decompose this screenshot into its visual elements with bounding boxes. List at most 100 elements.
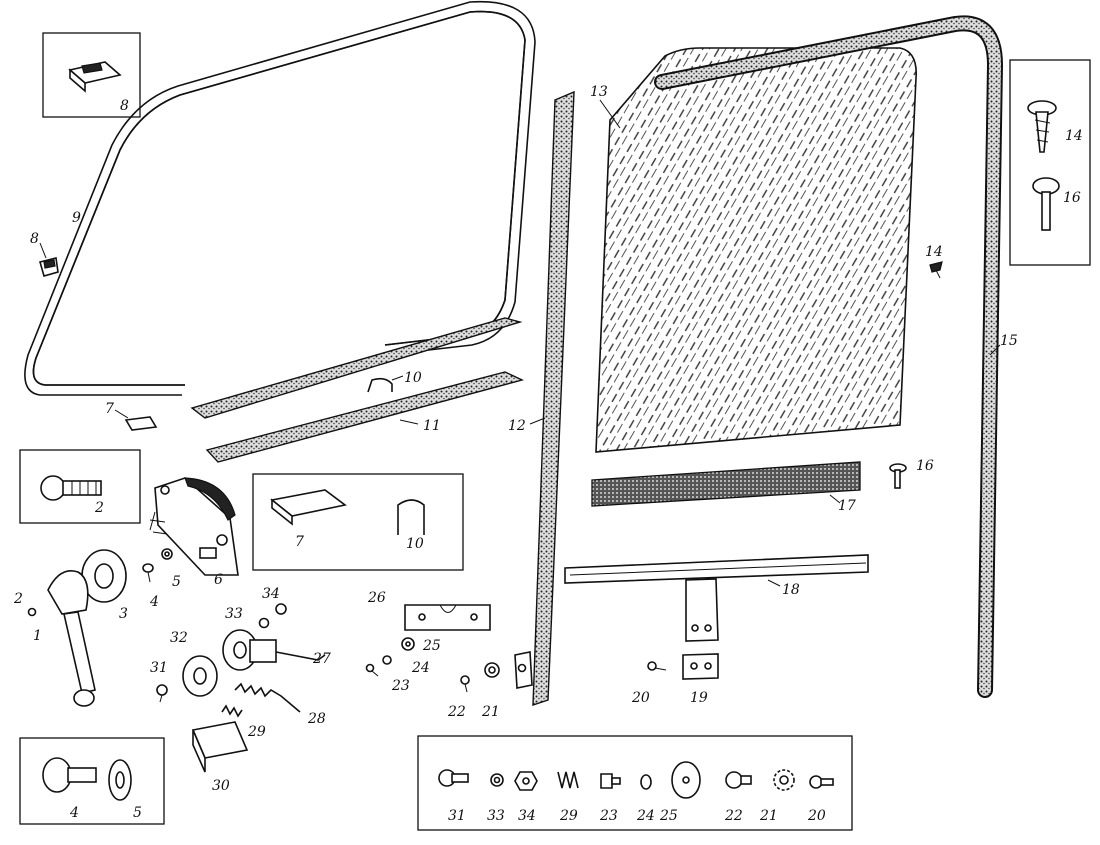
fastener-23-icon <box>600 773 621 789</box>
seal-clip-detail-box <box>252 473 464 571</box>
flat-washer-icon <box>401 637 415 651</box>
strip-label-31: 31 <box>448 808 466 824</box>
label-31: 31 <box>150 660 168 676</box>
screw-icon <box>365 663 379 677</box>
label-13: 13 <box>590 84 608 100</box>
label-2: 2 <box>13 591 23 607</box>
door-glass <box>595 47 917 453</box>
label-10: 10 <box>404 370 422 386</box>
label-27: 27 <box>312 651 331 667</box>
u-clip-icon <box>397 499 425 535</box>
fastener-31-icon <box>438 769 469 787</box>
label-10-box: 10 <box>406 536 424 552</box>
label-8-box: 8 <box>120 98 129 114</box>
strip-label-34: 34 <box>518 808 536 824</box>
label-33: 33 <box>225 606 243 622</box>
label-7: 7 <box>105 401 114 417</box>
strip-label-21: 21 <box>759 808 778 824</box>
tension-pulley-assembly <box>222 629 326 671</box>
tension-spring <box>234 682 301 713</box>
clip-icon <box>68 61 122 93</box>
bolt-31-icon <box>156 684 168 703</box>
label-19: 19 <box>690 690 708 706</box>
label-25: 25 <box>422 638 441 654</box>
label-4-box: 4 <box>69 805 79 821</box>
nut-34-icon <box>275 603 287 615</box>
label-2-box: 2 <box>94 500 104 516</box>
label-22: 22 <box>447 704 466 720</box>
clip-detail-box <box>42 32 141 118</box>
lock-washer-icon <box>484 662 500 678</box>
guide-bracket <box>191 721 249 773</box>
glass-channel-upper <box>190 317 523 419</box>
label-12: 12 <box>508 418 526 434</box>
fastener-21-icon <box>773 769 795 791</box>
window-crank-handle <box>47 570 96 707</box>
bolt-washer-detail-box <box>19 737 165 825</box>
label-7-box: 7 <box>295 534 304 550</box>
window-regulator <box>149 477 239 576</box>
label-11: 11 <box>423 418 441 434</box>
machine-screw-icon <box>40 475 102 501</box>
label-3: 3 <box>119 606 128 622</box>
spring-clip-icon <box>367 377 393 393</box>
label-6: 6 <box>214 572 223 588</box>
label-26: 26 <box>367 590 386 606</box>
glass-channel-lower <box>205 371 525 463</box>
label-4: 4 <box>149 594 159 610</box>
strip-label-29: 29 <box>559 808 578 824</box>
wood-screw-icon <box>1027 100 1057 153</box>
spring-washer-icon <box>382 655 392 665</box>
label-32: 32 <box>170 630 188 646</box>
label-28: 28 <box>307 711 326 727</box>
screw-2-icon <box>27 607 37 617</box>
glass-lift-channel <box>564 554 869 642</box>
screw-small-icon <box>929 261 943 279</box>
toothed-washer-icon <box>108 759 132 801</box>
label-5: 5 <box>172 574 181 590</box>
label-5-box: 5 <box>133 805 142 821</box>
pulley <box>182 655 218 697</box>
label-17: 17 <box>838 498 856 514</box>
lock-washer-5-icon <box>161 548 173 560</box>
fastener-24-icon <box>640 774 652 790</box>
mounting-plate <box>404 604 491 631</box>
fastener-34-icon <box>514 771 538 791</box>
crank-escutcheon <box>81 549 127 603</box>
bolt-icon <box>460 675 470 693</box>
label-1: 1 <box>33 628 42 644</box>
label-23: 23 <box>391 678 410 694</box>
strip-label-22: 22 <box>724 808 743 824</box>
label-16: 16 <box>916 458 934 474</box>
fastener-22-icon <box>725 771 752 789</box>
fastener-29-icon <box>557 771 579 789</box>
strip-label-24: 24 <box>636 808 655 824</box>
trim-pin-small-icon <box>889 463 907 489</box>
felt-strip <box>591 461 861 507</box>
label-29: 29 <box>247 724 266 740</box>
screw-detail-box <box>1009 59 1091 266</box>
screw-2-detail-box <box>19 449 141 524</box>
fastener-25-icon <box>671 761 701 799</box>
trim-pin-icon <box>1032 177 1060 231</box>
fastener-strip-box <box>417 735 853 831</box>
clip-small-icon <box>39 257 59 277</box>
fastener-20-icon <box>809 775 834 789</box>
label-14-box: 14 <box>1065 128 1083 144</box>
lift-bracket <box>682 653 719 680</box>
strip-label-25: 25 <box>659 808 678 824</box>
strip-label-20: 20 <box>807 808 826 824</box>
label-24: 24 <box>411 660 430 676</box>
label-14: 14 <box>925 244 943 260</box>
label-18: 18 <box>782 582 800 598</box>
door-seal <box>654 15 1004 698</box>
washer-33-icon <box>258 617 270 629</box>
carriage-bolt-icon <box>42 757 97 793</box>
label-21: 21 <box>481 704 500 720</box>
label-15: 15 <box>1000 333 1018 349</box>
rear-run-channel <box>514 90 575 706</box>
label-9: 9 <box>72 210 81 226</box>
strip-label-23: 23 <box>599 808 618 824</box>
label-30: 30 <box>212 778 230 794</box>
